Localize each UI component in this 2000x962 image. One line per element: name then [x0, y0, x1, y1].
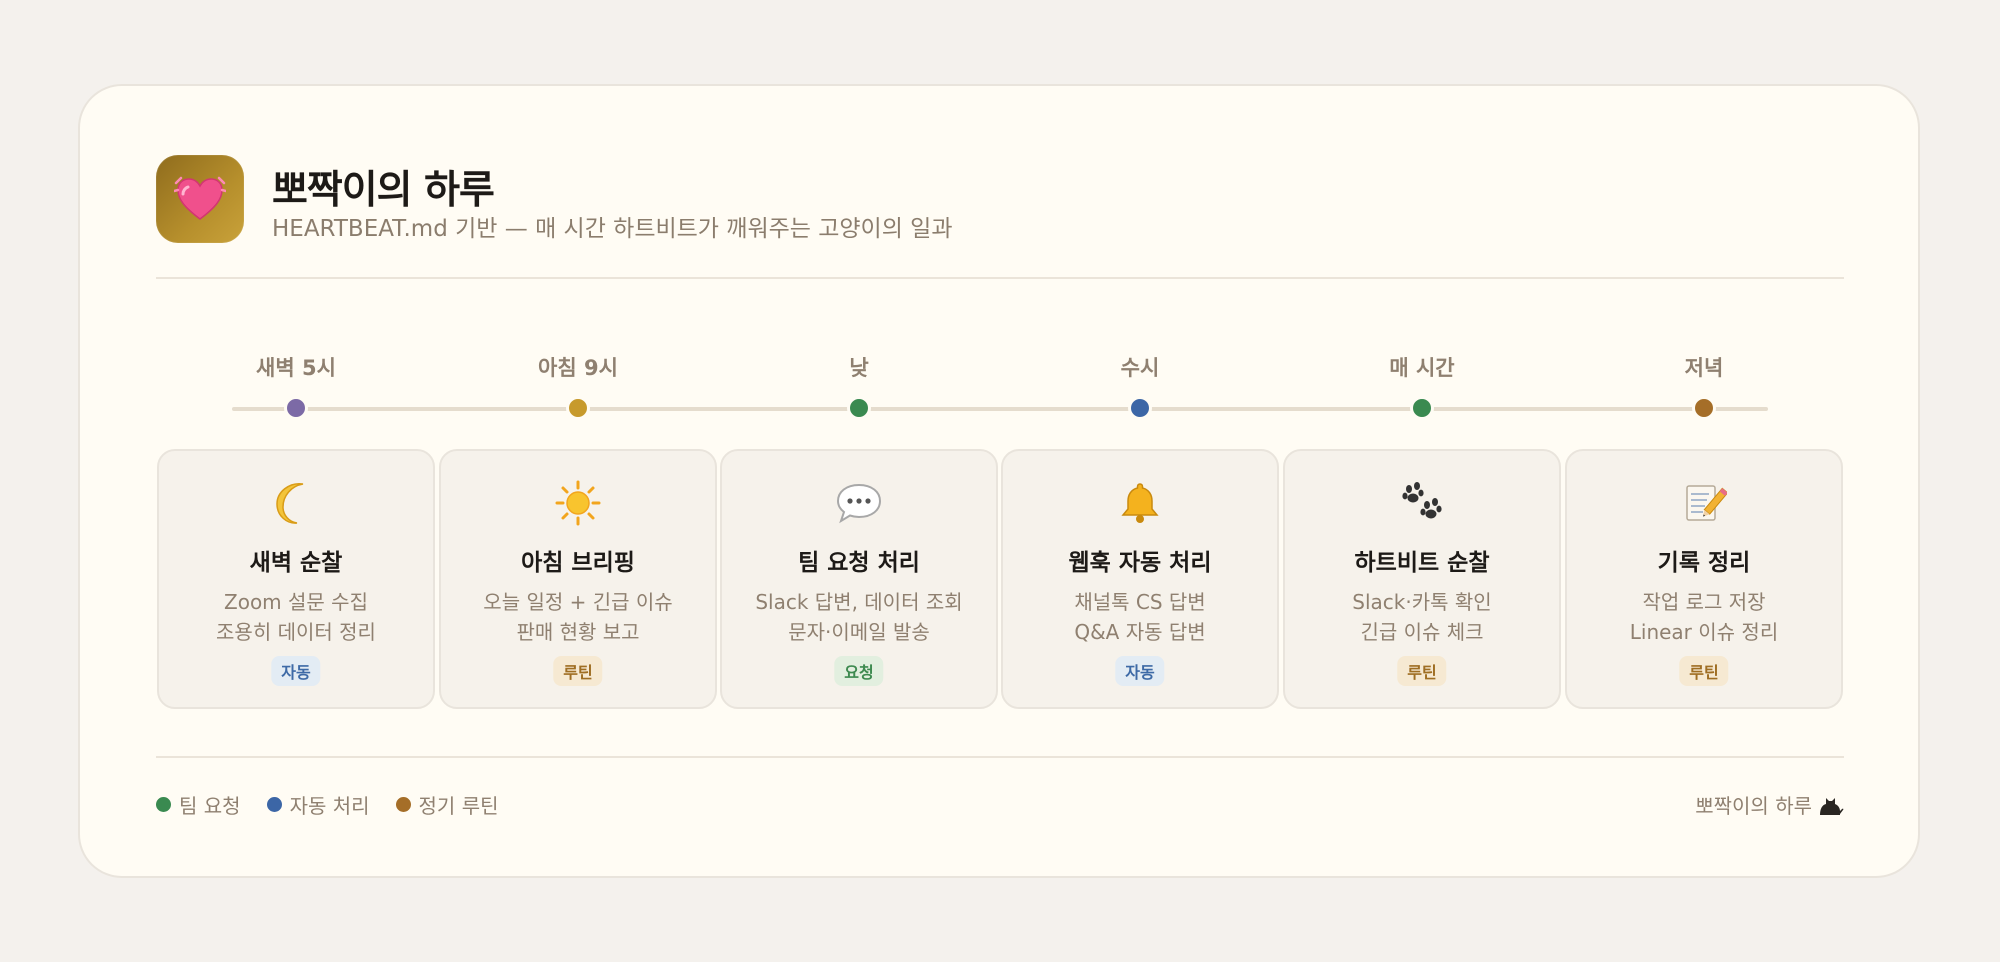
event-detail: Zoom 설문 수집: [224, 590, 368, 614]
legend-dot: [395, 797, 411, 812]
heart-icon: [174, 176, 226, 220]
event-detail: 문자·이메일 발송: [788, 620, 930, 644]
legend: 팀 요청 자동 처리 정기 루틴: [156, 790, 499, 819]
legend-item: 정기 루틴: [395, 790, 499, 819]
event-card-dawn-patrol: 새벽 순찰 Zoom 설문 수집 조용히 데이터 정리 자동: [157, 449, 435, 709]
event-detail: Slack 답변, 데이터 조회: [755, 590, 963, 614]
legend-label: 팀 요청: [179, 794, 241, 818]
event-title: 아침 브리핑: [521, 550, 635, 576]
paw-prints-icon: [1285, 479, 1559, 527]
timeline-dot: [847, 396, 871, 420]
event-detail: 오늘 일정 + 긴급 이슈: [483, 590, 673, 614]
timeline-dot: [284, 396, 308, 420]
timeline-line: [232, 407, 1768, 411]
event-card-team-requests: 팀 요청 처리 Slack 답변, 데이터 조회 문자·이메일 발송 요청: [720, 449, 998, 709]
event-card-morning-briefing: 아침 브리핑 오늘 일정 + 긴급 이슈 판매 현황 보고 루틴: [439, 449, 717, 709]
status-badge: 요청: [834, 656, 884, 686]
time-label: 저녁: [1684, 356, 1724, 380]
event-detail: 조용히 데이터 정리: [216, 620, 376, 644]
event-title: 새벽 순찰: [249, 550, 343, 576]
footer-signature-text: 뽀짝이의 하루: [1695, 794, 1812, 818]
event-title: 팀 요청 처리: [798, 550, 920, 576]
event-detail: 채널톡 CS 답변: [1074, 590, 1206, 614]
status-badge: 루틴: [553, 656, 603, 686]
time-label: 낮: [849, 356, 869, 380]
event-card-webhook: 웹훅 자동 처리 채널톡 CS 답변 Q&A 자동 답변 자동: [1001, 449, 1279, 709]
header: 뽀짝이의 하루 HEARTBEAT.md 기반 — 매 시간 하트비트가 깨워주…: [156, 155, 1844, 277]
event-card-heartbeat-patrol: 하트비트 순찰 Slack·카톡 확인 긴급 이슈 체크 루틴: [1283, 449, 1561, 709]
event-detail: Linear 이슈 정리: [1629, 620, 1779, 644]
legend-item: 팀 요청: [156, 790, 241, 819]
bell-icon: [1003, 479, 1277, 527]
status-badge: 루틴: [1397, 656, 1447, 686]
page-title: 뽀짝이의 하루: [272, 168, 495, 213]
time-label: 매 시간: [1389, 356, 1455, 380]
timeline-dot: [1128, 396, 1152, 420]
timeline-dot: [1410, 396, 1434, 420]
speech-bubble-icon: [722, 479, 996, 527]
timeline-dot: [1692, 396, 1716, 420]
moon-icon: [159, 479, 433, 527]
event-detail: 작업 로그 저장: [1642, 590, 1766, 614]
legend-item: 자동 처리: [266, 790, 370, 819]
legend-label: 자동 처리: [289, 794, 370, 818]
event-title: 하트비트 순찰: [1354, 550, 1490, 576]
legend-label: 정기 루틴: [418, 794, 499, 818]
legend-dot: [156, 797, 171, 812]
footer-signature: 뽀짝이의 하루: [1695, 790, 1844, 819]
time-label: 수시: [1120, 356, 1160, 380]
event-detail: 긴급 이슈 체크: [1360, 620, 1484, 644]
time-label: 새벽 5시: [256, 356, 336, 380]
event-detail: Slack·카톡 확인: [1352, 590, 1492, 614]
legend-dot: [266, 797, 282, 812]
event-title: 웹훅 자동 처리: [1068, 550, 1212, 576]
page-subtitle: HEARTBEAT.md 기반 — 매 시간 하트비트가 깨워주는 고양이의 일…: [272, 216, 953, 242]
event-card-records: 기록 정리 작업 로그 저장 Linear 이슈 정리 루틴: [1565, 449, 1843, 709]
bottom-divider: [156, 756, 1844, 758]
app-icon: [156, 155, 244, 243]
top-divider: [156, 277, 1844, 279]
event-title: 기록 정리: [1657, 550, 1751, 576]
sun-icon: [441, 479, 715, 527]
status-badge: 자동: [1115, 656, 1165, 686]
cat-icon: [1820, 797, 1844, 815]
time-label: 아침 9시: [538, 356, 618, 380]
timeline-dot: [566, 396, 590, 420]
memo-icon: [1567, 479, 1841, 527]
status-badge: 루틴: [1679, 656, 1729, 686]
event-detail: Q&A 자동 답변: [1074, 620, 1206, 644]
status-badge: 자동: [271, 656, 321, 686]
event-detail: 판매 현황 보고: [516, 620, 640, 644]
